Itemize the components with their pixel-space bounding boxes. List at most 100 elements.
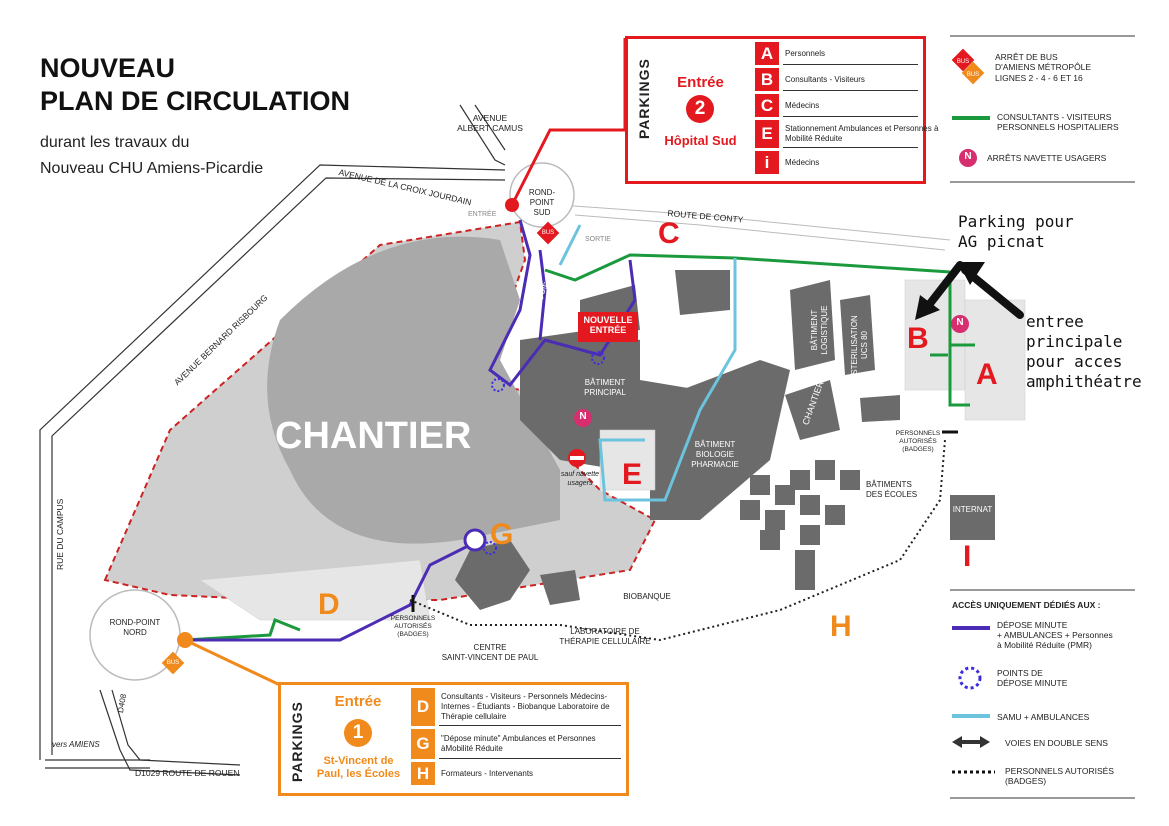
label-entree: ENTRÉE [468,211,497,218]
parking-1-row-D: D Consultants - Visiteurs - Personnels M… [411,688,621,726]
parking-2-row-B-letter: B [755,68,779,91]
label-ecoles: BÂTIMENTS DES ÉCOLES [866,480,918,499]
navette-label-map-1: N [579,411,587,422]
conty-road [559,204,951,251]
purple-loop [463,528,487,552]
label-chantier-main: CHANTIER [275,415,472,457]
legend-samu-text: SAMU + AMBULANCES [997,712,1090,722]
parking-2-row-C: C Médecins [755,94,918,117]
parking-2-name: Hôpital Sud [664,133,737,148]
road-outlines [39,104,506,776]
arrow-head-left [915,295,940,320]
parking-1-row-G: G "Dépose minute" Ambulances et Personne… [411,729,621,759]
title-line-1: NOUVEAU [40,53,176,83]
label-batiment-principal: BÂTIMENT PRINCIPAL [584,378,626,397]
letter-E: E [622,458,643,491]
street-rouen: D1029 ROUTE DE ROUEN [135,768,240,778]
legend-bus-label-1: BUS [956,59,970,65]
orange-entry-line [184,638,281,687]
legend-rules [950,35,1135,799]
street-campus: RUE DU CAMPUS [55,498,65,570]
nouvelle-entree-box [578,312,638,342]
parking-1-vertical-title: PARKINGS [289,701,305,782]
legend-access-title: ACCÈS UNIQUEMENT DÉDIÉS AUX : [952,600,1101,610]
annotation-entree-principale: entree principale pour acces amphithéatr… [1026,312,1142,391]
title-line-2: PLAN DE CIRCULATION [40,86,350,116]
legend-points-text: POINTS DE DÉPOSE MINUTE [997,668,1068,688]
label-biobanque: BIOBANQUE [623,592,671,601]
parking-2-row-C-letter: C [755,94,779,117]
cyan-routes [558,224,737,502]
letter-H: H [830,610,852,643]
legend-green-text: CONSULTANTS - VISITEURS PERSONNELS HOSPI… [997,112,1119,132]
parking-2-row-A: A Personnels [755,42,918,65]
letter-B: B [907,322,929,355]
label-nouvelle-entree: NOUVELLE ENTRÉE [583,315,633,335]
entry-2-dot [505,198,519,212]
label-autorises-2: PERSONNELS AUTORISÉS (BADGES) [895,430,941,453]
subtitle-line-2: Nouveau CHU Amiens-Picardie [40,160,264,177]
legend-navette-text: ARRÊTS NAVETTE USAGERS [987,153,1107,163]
label-logistique: BÂTIMENT LOGISTIQUE [810,305,829,355]
parking-2-row-E-letter: E [755,120,779,148]
letter-A: A [976,358,998,391]
parking-2-number: 2 [686,95,714,123]
parking-1-row-H: H Formateurs - Intervenants [411,762,621,785]
letter-G: G [490,518,514,551]
arrow-head-right [958,262,985,285]
letter-C: C [658,217,680,250]
parking-2-row-B-text: Consultants - Visiteurs [785,74,865,84]
authorised-path [409,439,946,642]
label-rond-point-nord: ROND-POINT NORD [109,618,161,637]
parking-1-row-H-letter: H [411,762,435,785]
parking-2-box: PARKINGS Entrée 2 Hôpital Sud A Personne… [625,36,938,184]
parking-2-row-E-text: Stationnement Ambulances et Personnes à … [785,124,939,143]
parking-2-vertical-title: PARKINGS [636,58,652,139]
ecoles-buildings [740,460,860,590]
label-sauf-navette: sauf navette usagers [560,471,600,487]
legend-bus-label-2: BUS [966,72,980,78]
depose-point-icons [483,351,982,690]
letter-I: I [963,540,972,573]
parking-2-row-A-text: Personnels [785,48,826,58]
label-internat: INTERNAT [952,505,993,514]
label-sterilisation: STERILISATION UCS 80 [850,315,869,375]
label-centre: CENTRE SAINT-VINCENT DE PAUL [441,643,539,662]
legend-navette-icon-label: N [964,151,972,162]
parking-1-row-G-text: "Dépose minute" Ambulances et Personnes … [441,734,596,753]
parking-areas [199,279,1026,621]
subtitle-line-1: durant les travaux du [40,134,190,151]
parking-1-entree: Entrée [334,693,382,710]
parking-1-row-H-text: Formateurs - Intervenants [441,768,534,778]
parking-2-row-i: i Médecins [755,151,918,174]
parking-2-row-B: B Consultants - Visiteurs [755,68,918,91]
parking-1-box: PARKINGS Entrée 1 St-Vincent de Paul, le… [278,682,629,796]
legend-autorises-text: PERSONNELS AUTORISÉS (BADGES) [1005,766,1114,786]
label-rond-point-sud: ROND-POINT SUD [528,188,556,217]
annotation-parking-ag: Parking pour AG picnat [958,212,1074,251]
letter-D: D [318,588,340,621]
parking-2-row-i-letter: i [755,151,779,174]
navette-label-map-2: N [956,317,964,328]
label-sortie: SORTIE [585,236,611,243]
parking-2-row-E: E Stationnement Ambulances et Personnes … [755,120,938,148]
bus-label-sud: BUS [541,230,555,236]
parking-1-row-G-letter: G [411,729,435,759]
parking-2-row-C-text: Médecins [785,100,820,110]
parking-1-number: 1 [344,719,372,747]
parking-2-row-A-letter: A [755,42,779,65]
entry-1-dot [177,632,193,648]
parking-1-name: St-Vincent de Paul, les Écoles [316,755,401,780]
parking-1-row-D-text: Consultants - Visiteurs - Personnels Méd… [441,692,610,721]
label-biologie: BÂTIMENT BIOLOGIE PHARMACIE [691,440,739,469]
parking-1-row-D-letter: D [411,688,435,726]
green-routes [184,253,975,642]
navette-icons [574,149,977,427]
legend-double-text: VOIES EN DOUBLE SENS [1005,738,1108,748]
street-vers-amiens: vers AMIENS [52,740,100,749]
legend-depose-text: DÉPOSE MINUTE + AMBULANCES + Personnes à… [997,620,1113,650]
legend-double-swatch [952,736,990,748]
parking-2-row-i-text: Médecins [785,157,820,167]
parking-2-entree: Entrée [677,74,724,91]
